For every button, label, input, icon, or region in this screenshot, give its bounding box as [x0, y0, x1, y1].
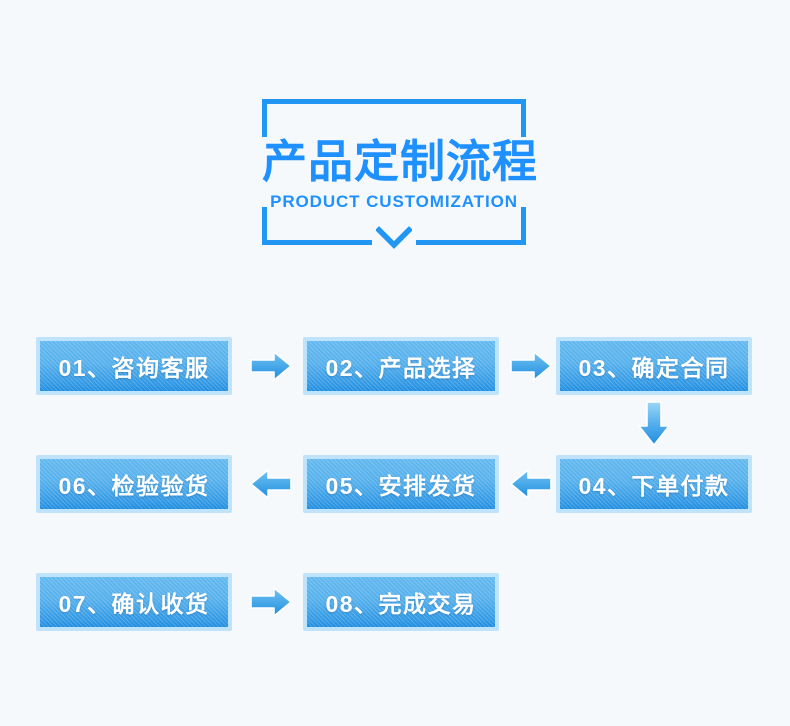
process-step-06[interactable]: 06、检验验货: [36, 455, 232, 513]
title-frame-top-bar: [262, 99, 526, 104]
process-step-01-content: 01、咨询客服: [40, 341, 228, 391]
process-step-01[interactable]: 01、咨询客服: [36, 337, 232, 395]
process-step-01-label: 01、咨询客服: [58, 355, 210, 381]
process-step-07[interactable]: 07、确认收货: [36, 573, 232, 631]
process-step-04-content: 04、下单付款: [560, 459, 748, 509]
process-step-05-content: 05、安排发货: [307, 459, 495, 509]
process-step-03[interactable]: 03、确定合同: [556, 337, 752, 395]
title-frame-bottom-bar-right: [416, 240, 526, 245]
process-step-04-label: 04、下单付款: [578, 473, 730, 499]
arrow-left-icon: [250, 469, 292, 499]
process-step-07-content: 07、确认收货: [40, 577, 228, 627]
process-step-05[interactable]: 05、安排发货: [303, 455, 499, 513]
process-step-03-label: 03、确定合同: [578, 355, 730, 381]
chevron-down-icon: [376, 226, 412, 249]
arrow-right-icon: [250, 351, 292, 381]
process-step-04[interactable]: 04、下单付款: [556, 455, 752, 513]
page-title-block: 产品定制流程 PRODUCT CUSTOMIZATION: [262, 99, 539, 249]
process-step-06-content: 06、检验验货: [40, 459, 228, 509]
title-frame-corner-top-right: [480, 99, 526, 137]
arrow-right-icon: [510, 351, 552, 381]
process-step-08[interactable]: 08、完成交易: [303, 573, 499, 631]
process-step-03-content: 03、确定合同: [560, 341, 748, 391]
title-frame-bottom-bar-left: [262, 240, 372, 245]
process-step-08-label: 08、完成交易: [325, 591, 477, 617]
process-step-08-content: 08、完成交易: [307, 577, 495, 627]
process-step-02[interactable]: 02、产品选择: [303, 337, 499, 395]
arrow-down-icon: [638, 401, 670, 446]
arrow-left-icon: [510, 469, 552, 499]
title-frame-corner-top-left: [262, 99, 308, 137]
process-step-06-label: 06、检验验货: [58, 473, 210, 499]
process-step-05-label: 05、安排发货: [325, 473, 477, 499]
page-title: 产品定制流程: [262, 136, 539, 187]
arrow-right-icon: [250, 587, 292, 617]
process-step-07-label: 07、确认收货: [58, 591, 210, 617]
process-step-02-label: 02、产品选择: [325, 355, 477, 381]
process-step-02-content: 02、产品选择: [307, 341, 495, 391]
page-subtitle: PRODUCT CUSTOMIZATION: [270, 192, 518, 211]
